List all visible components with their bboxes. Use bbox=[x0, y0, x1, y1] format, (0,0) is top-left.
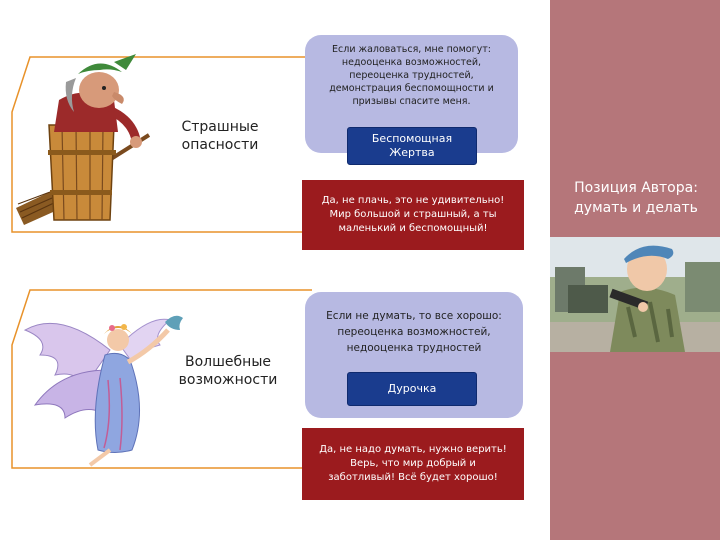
bottom-frame bbox=[11, 289, 312, 469]
top-bubble-text: Если жаловаться, мне помогут: недооценка… bbox=[329, 44, 494, 107]
slide-content: Страшные опасности Если жаловаться, мне … bbox=[11, 35, 524, 500]
dummy-role-button[interactable]: Дурочка bbox=[347, 372, 477, 406]
helpless-victim-button[interactable]: Беспомощная Жертва bbox=[347, 127, 477, 165]
top-response-box: Да, не плачь, это не удивительно! Мир бо… bbox=[302, 180, 524, 250]
top-frame bbox=[11, 56, 312, 233]
witch-illustration bbox=[16, 54, 151, 225]
bottom-category-label: Волшебные возможности bbox=[178, 354, 278, 388]
boy-soldier-photo bbox=[550, 237, 720, 352]
top-category-label: Страшные опасности bbox=[181, 119, 259, 153]
bottom-bubble-text: Если не думать, то все хорошо: переоценк… bbox=[326, 310, 502, 354]
bottom-response-box: Да, не надо думать, нужно верить! Верь, … bbox=[302, 428, 524, 500]
fairy-illustration bbox=[23, 315, 183, 467]
author-position-title: Позиция Автора: думать и делать bbox=[574, 180, 698, 216]
